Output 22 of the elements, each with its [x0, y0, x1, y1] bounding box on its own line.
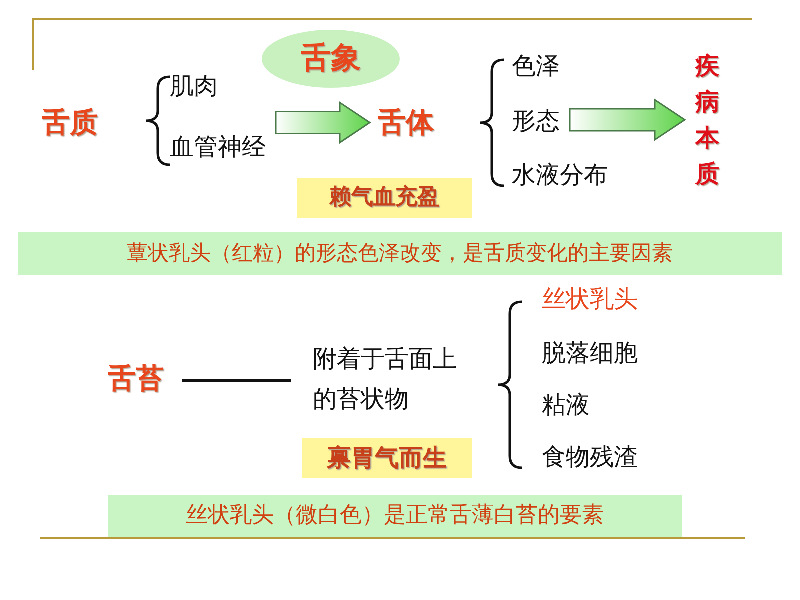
- node-text: 疾病本质: [693, 48, 722, 192]
- connector-line: [182, 379, 291, 382]
- highlight-box: 禀胃气而生: [302, 438, 472, 478]
- highlight-band: 丝状乳头（微白色）是正常舌薄白苔的要素: [108, 495, 682, 537]
- item-text: 丝状乳头: [542, 285, 638, 314]
- node-text: 血管神经: [170, 133, 266, 162]
- item-text: 粘液: [542, 391, 590, 420]
- highlight-box: 赖气血充盈: [297, 178, 472, 218]
- node-text: 形态: [512, 107, 560, 136]
- node-text: 舌苔: [108, 362, 164, 396]
- highlight-band: 蕈状乳头（红粒）的形态色泽改变，是舌质变化的主要因素: [18, 232, 782, 275]
- heading-text: 舌质: [42, 106, 98, 140]
- item-text: 水液分布: [512, 161, 608, 190]
- item-text: 肌肉: [170, 72, 218, 101]
- ellipse-node: 舌象: [262, 30, 400, 88]
- node-text: 附着于舌面上的苔状物: [313, 340, 473, 420]
- item-text: 色泽: [512, 52, 560, 81]
- block-arrow: [275, 101, 372, 144]
- item-text: 脱落细胞: [542, 339, 638, 368]
- item-text: 食物残渣: [542, 443, 638, 472]
- block-arrow: [569, 98, 686, 142]
- node-text: 舌体: [378, 106, 434, 140]
